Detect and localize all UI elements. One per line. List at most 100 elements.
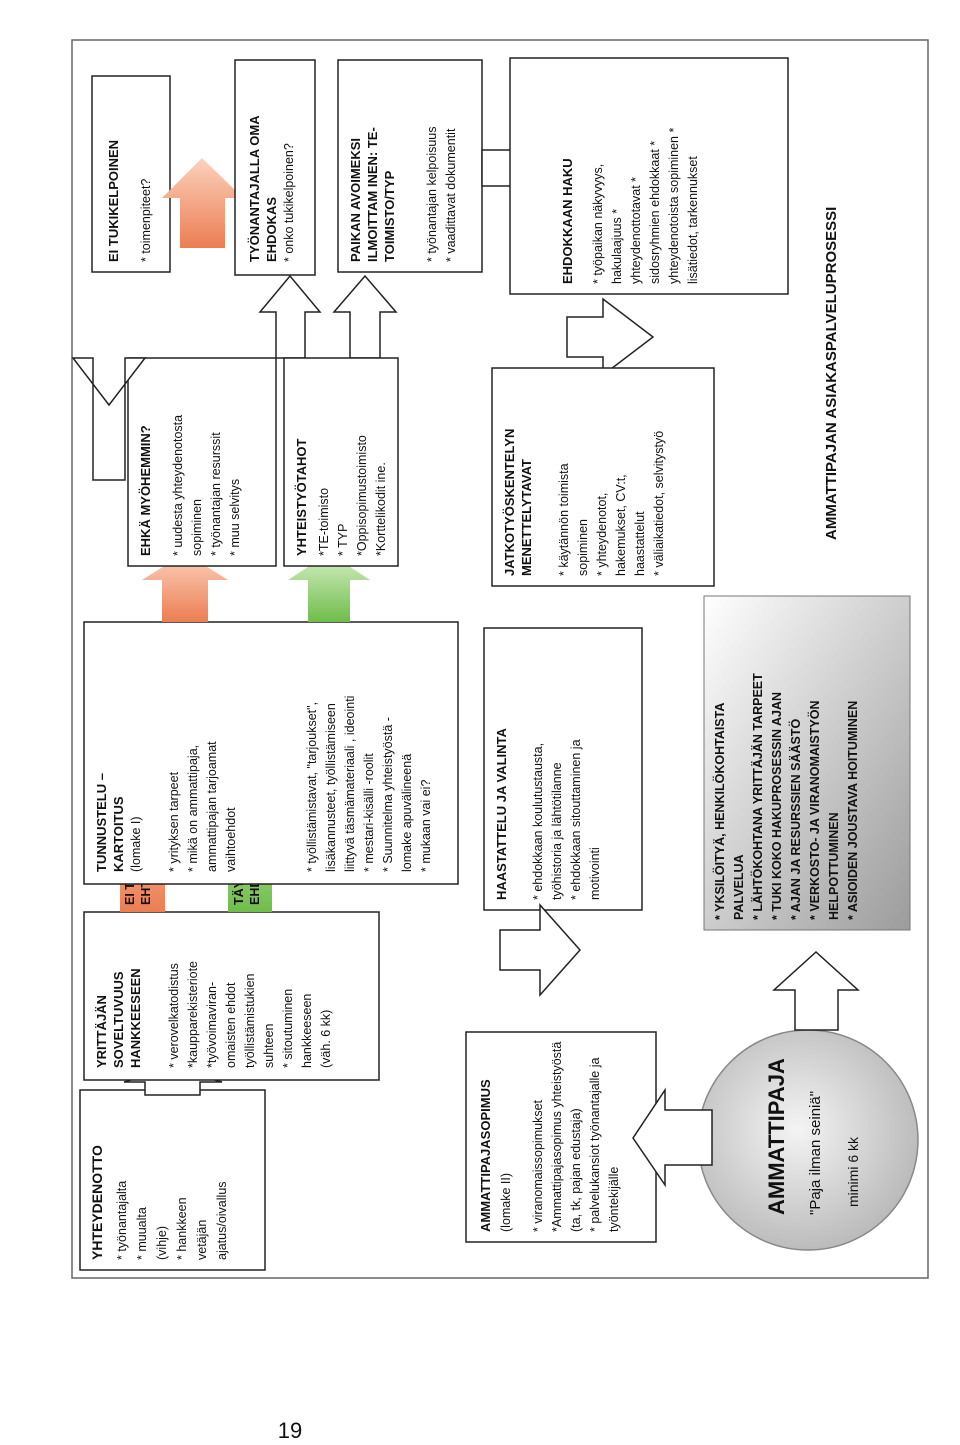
node-line: * vaadittavat dokumentit (444, 128, 458, 262)
node-line: *työvoimaviran- (205, 982, 219, 1068)
node-ehka-myohemmin-box (127, 357, 277, 567)
node-line: * hankkeen (175, 1197, 189, 1260)
node-sopimus: AMMATTIPAJASOPIMUS (lomake II) * viranom… (478, 1042, 621, 1232)
node-line: hakulaajuus * (610, 209, 624, 284)
node-line: lisätiedot, tarkennukset (686, 156, 700, 284)
node-yhteydenotto: YHTEYDENOTTO * työnantajalta * muualta (… (89, 1145, 229, 1260)
node-line: * käytännön toimista (557, 463, 571, 576)
node-title: YHTEYDENOTTO (89, 1145, 105, 1260)
node-title: EHKÄ MYÖHEMMIN? (138, 425, 153, 556)
node-line: * palvelukansiot työnantajalle ja (588, 1058, 602, 1232)
node-line: * uudesta yhteydenotosta (171, 415, 185, 556)
node-line: työntekijälle (607, 1167, 621, 1232)
arrow-ammattipaja-to-sopimus (632, 1087, 713, 1188)
node-haastattelu: HAASTATTELU JA VALINTA * ehdokkaan koulu… (494, 728, 602, 900)
page-number: 19 (277, 1418, 303, 1443)
node-line: * mikä on ammattipaja, (186, 745, 200, 872)
node-line: * väliaikatiedot, selvitystyö (652, 431, 666, 576)
node-line: * mukaan vai ei? (419, 780, 433, 872)
node-line: * yrityksen tarpeet (167, 771, 181, 872)
diagram-side-title: AMMATTIPAJAN ASIAKASPALVELUPROSESSI (823, 207, 840, 540)
node-line: ajatus/oivallus (215, 1181, 229, 1260)
node-line: *Oppisopimustoimisto (355, 435, 369, 556)
node-line: lomake apuvälineenä (400, 754, 414, 872)
node-yhteydenotto-box (79, 1089, 266, 1271)
node-line: * LÄHTÖKOHTANA YRITTÄJÄN TARPEET (750, 673, 765, 920)
arrow-to-yhteistyotahot (288, 553, 370, 622)
node-line: haastattelut (633, 511, 647, 576)
node-line: *Korttelikodit ine. (374, 462, 388, 556)
node-line: * Suunnitelma yhteistyöstä - (381, 717, 395, 872)
node-haastattelu-box (483, 627, 643, 911)
node-line: * sitoutuminen (281, 989, 295, 1068)
node-line: *Ammattipajasopimus yhteistyöstä (550, 1042, 564, 1232)
arrow-ehka-to-top (71, 357, 147, 481)
node-line: *TE-toimisto (317, 488, 331, 556)
node-palvelu: * YKSILÖITYÄ, HENKILÖKOHTAISTA PALVELUA … (712, 673, 860, 920)
arrow-to-ei-tukikelpoinen (162, 158, 243, 248)
node-line: * viranomaissopimukset (531, 1099, 545, 1232)
node-line: hakemukset, CV:t, (614, 474, 628, 576)
node-sopimus-box (465, 1031, 657, 1243)
node-ei-tukikelpoinen-box (91, 75, 171, 273)
node-title: EHDOKKAAN HAKU (560, 158, 575, 284)
node-line: sopiminen (576, 519, 590, 576)
arrow-to-ehka-myohemmin (142, 553, 228, 622)
node-line: * työnantajalta (115, 1181, 129, 1260)
node-subtitle: (lomake II) (499, 1173, 513, 1232)
arrow-to-paikan-avoimeksi (332, 274, 398, 359)
node-line: ammattipajan tarjoamat (205, 741, 219, 872)
node-line: sidosryhmien ehdokkaat * (648, 141, 662, 284)
node-ehdokkaan-haku-box (509, 57, 789, 295)
node-ehdokkaan-haku: EHDOKKAAN HAKU * työpaikan näkyvyys, hak… (560, 128, 700, 284)
node-line: *kaupparekisteriote (186, 961, 200, 1068)
node-ammattipaja: AMMATTIPAJA "Paja ilman seiniä" minimi 6… (764, 1058, 861, 1215)
node-line: omaisten ehdot (224, 982, 238, 1068)
node-line: * onko tukikelpoinen? (282, 143, 296, 262)
node-line: * mestari-kisälli -roolit (362, 753, 376, 872)
arrow-ammattipaja-to-palvelu (772, 950, 860, 1031)
node-line: * verovelkatodistus (167, 963, 181, 1068)
node-line: työhistoria ja lähtötilanne (550, 762, 564, 900)
node-subtitle: "Paja ilman seiniä" (807, 1091, 824, 1215)
node-title: EI TUKIKELPOINEN (106, 140, 121, 262)
node-line: (vihje) (155, 1226, 169, 1260)
node-line: (väh. 6 kk) (319, 1010, 333, 1068)
arrow-to-oma-ehdokas (258, 274, 322, 359)
node-jatkotyoskentely-box (491, 367, 715, 587)
node-subtitle: (lomake I) (129, 816, 143, 872)
node-line: * TUKI KOKO HAKUPROSESSIN AJAN (770, 692, 784, 920)
node-line: hankkeeseen (300, 994, 314, 1068)
node-line: * YKSILÖITYÄ, HENKILÖKOHTAISTA (712, 703, 727, 920)
node-line: * työllistämistavat, "tarjoukset", (305, 702, 319, 872)
node-line: yhteydenotoista sopiminen * (667, 128, 681, 284)
node-line: vetäjän (195, 1220, 209, 1260)
node-palvelu-box (703, 595, 911, 931)
node-paikan-avoimeksi-box (337, 59, 483, 273)
node-line: * työnantajan kelpoisuus (425, 126, 439, 262)
node-line: * yhteydenotot, (595, 493, 609, 576)
node-line: motivointi (588, 847, 602, 900)
node-yhteistyotahot: YHTEISTYÖTAHOT *TE-toimisto * TYP *Oppis… (294, 435, 388, 556)
arrow-to-jatkotyoskentely (566, 297, 655, 377)
node-line: työllistämistukien (243, 973, 257, 1068)
node-line: * ehdokkaan koulutustausta, (531, 743, 545, 900)
node-tunnustelu-box (83, 621, 459, 885)
node-ei-tukikelpoinen: EI TUKIKELPOINEN * toimenpiteet? (106, 140, 153, 262)
node-line: sopiminen (190, 499, 204, 556)
node-line: * muualta (135, 1207, 149, 1260)
node-line: minimi 6 kk (845, 1136, 861, 1207)
node-line: liittyvä täsmämateriaali , ideointi (343, 696, 357, 872)
node-oma-ehdokas-box (234, 59, 316, 276)
node-title: HAASTATTELU JA VALINTA (494, 728, 509, 900)
node-line: * AJAN JA RESURSSIEN SÄÄSTÖ (788, 719, 803, 920)
node-line: * VERKOSTO- JA VIRANOMAISTYÖN (807, 701, 822, 920)
